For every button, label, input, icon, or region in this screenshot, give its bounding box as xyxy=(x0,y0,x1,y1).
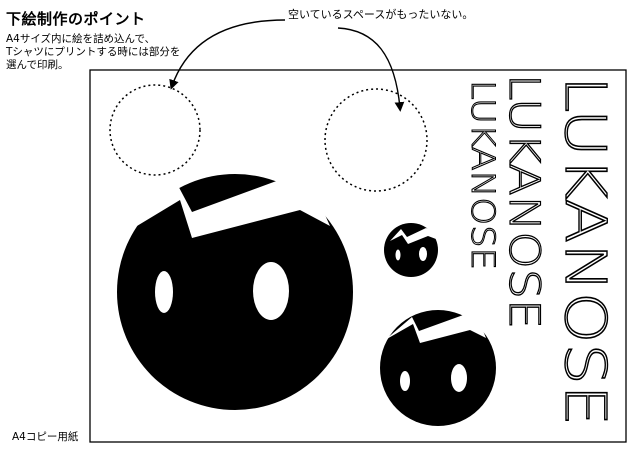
curved-arrow-icon xyxy=(169,19,286,90)
brand-logo-small: LUKANOSE xyxy=(464,80,502,270)
a4-paper-frame xyxy=(89,69,627,443)
curved-arrow-icon xyxy=(337,27,405,112)
diagram-title: 下絵制作のポイント xyxy=(6,10,146,28)
dashed-circle-icon xyxy=(109,84,201,176)
paper-label: A4コピー用紙 xyxy=(12,431,79,443)
brand-logo-medium: LUKANOSE xyxy=(500,74,549,329)
ghost-face-icon xyxy=(380,310,496,426)
dashed-circle-icon xyxy=(324,88,428,192)
brand-logo-large: LUKANOSE xyxy=(552,76,617,426)
ghost-face-icon xyxy=(384,223,438,277)
note-line-1: A4サイズ内に絵を詰め込んで、 xyxy=(6,33,156,45)
note-line-3: 選んで印刷。 xyxy=(6,59,69,71)
ghost-face-icon xyxy=(117,174,353,410)
callout-text: 空いているスペースがもったいない。 xyxy=(288,8,474,21)
note-line-2: Tシャツにプリントする時には部分を xyxy=(6,46,181,58)
